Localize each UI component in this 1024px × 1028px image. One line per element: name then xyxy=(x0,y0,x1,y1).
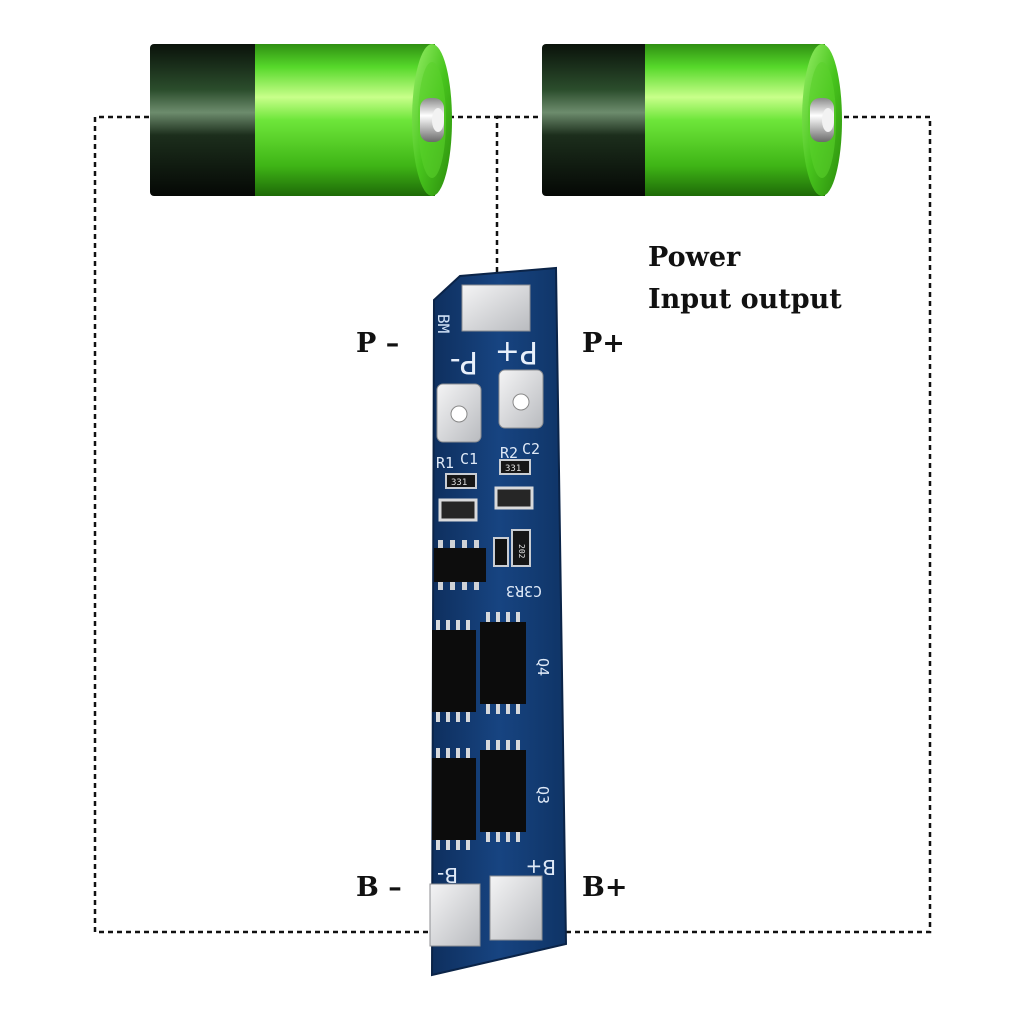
pcb-pad-b-plus xyxy=(489,875,543,941)
wire-b-minus xyxy=(93,115,440,934)
wires xyxy=(93,115,932,934)
svg-text:C3R3: C3R3 xyxy=(506,582,542,600)
wire-b-plus xyxy=(520,115,932,934)
mosfet-upper xyxy=(432,612,526,722)
svg-text:Q4: Q4 xyxy=(534,658,552,676)
svg-text:R1: R1 xyxy=(436,454,454,472)
pcb-board: BM P- P+ R1 C1 R2 C2 331 331 202 C3R3 xyxy=(429,266,568,977)
silk-p-minus: P- xyxy=(450,344,478,379)
svg-text:202: 202 xyxy=(517,544,526,559)
pcb-pad-top xyxy=(461,284,531,332)
svg-text:B+: B+ xyxy=(526,855,556,879)
svg-text:R2: R2 xyxy=(500,444,518,462)
label-b-minus: B – xyxy=(356,872,402,903)
pcb-pad-b-minus xyxy=(429,883,481,947)
svg-text:331: 331 xyxy=(451,478,467,488)
svg-text:C2: C2 xyxy=(522,440,540,458)
svg-text:C1: C1 xyxy=(460,450,478,468)
svg-text:Q3: Q3 xyxy=(534,786,552,804)
battery-left xyxy=(150,44,452,196)
mosfet-lower xyxy=(432,740,526,850)
caption-input-output: Input output xyxy=(648,284,842,315)
label-p-plus: P+ xyxy=(582,328,625,359)
label-b-plus: B+ xyxy=(582,872,628,903)
svg-text:B-: B- xyxy=(437,863,458,887)
svg-text:331: 331 xyxy=(505,464,521,474)
battery-right xyxy=(542,44,842,196)
label-p-minus: P – xyxy=(356,328,400,359)
silk-p-plus: P+ xyxy=(495,334,538,369)
silk-top-mark: BM xyxy=(434,314,453,333)
caption-power: Power xyxy=(648,242,741,273)
